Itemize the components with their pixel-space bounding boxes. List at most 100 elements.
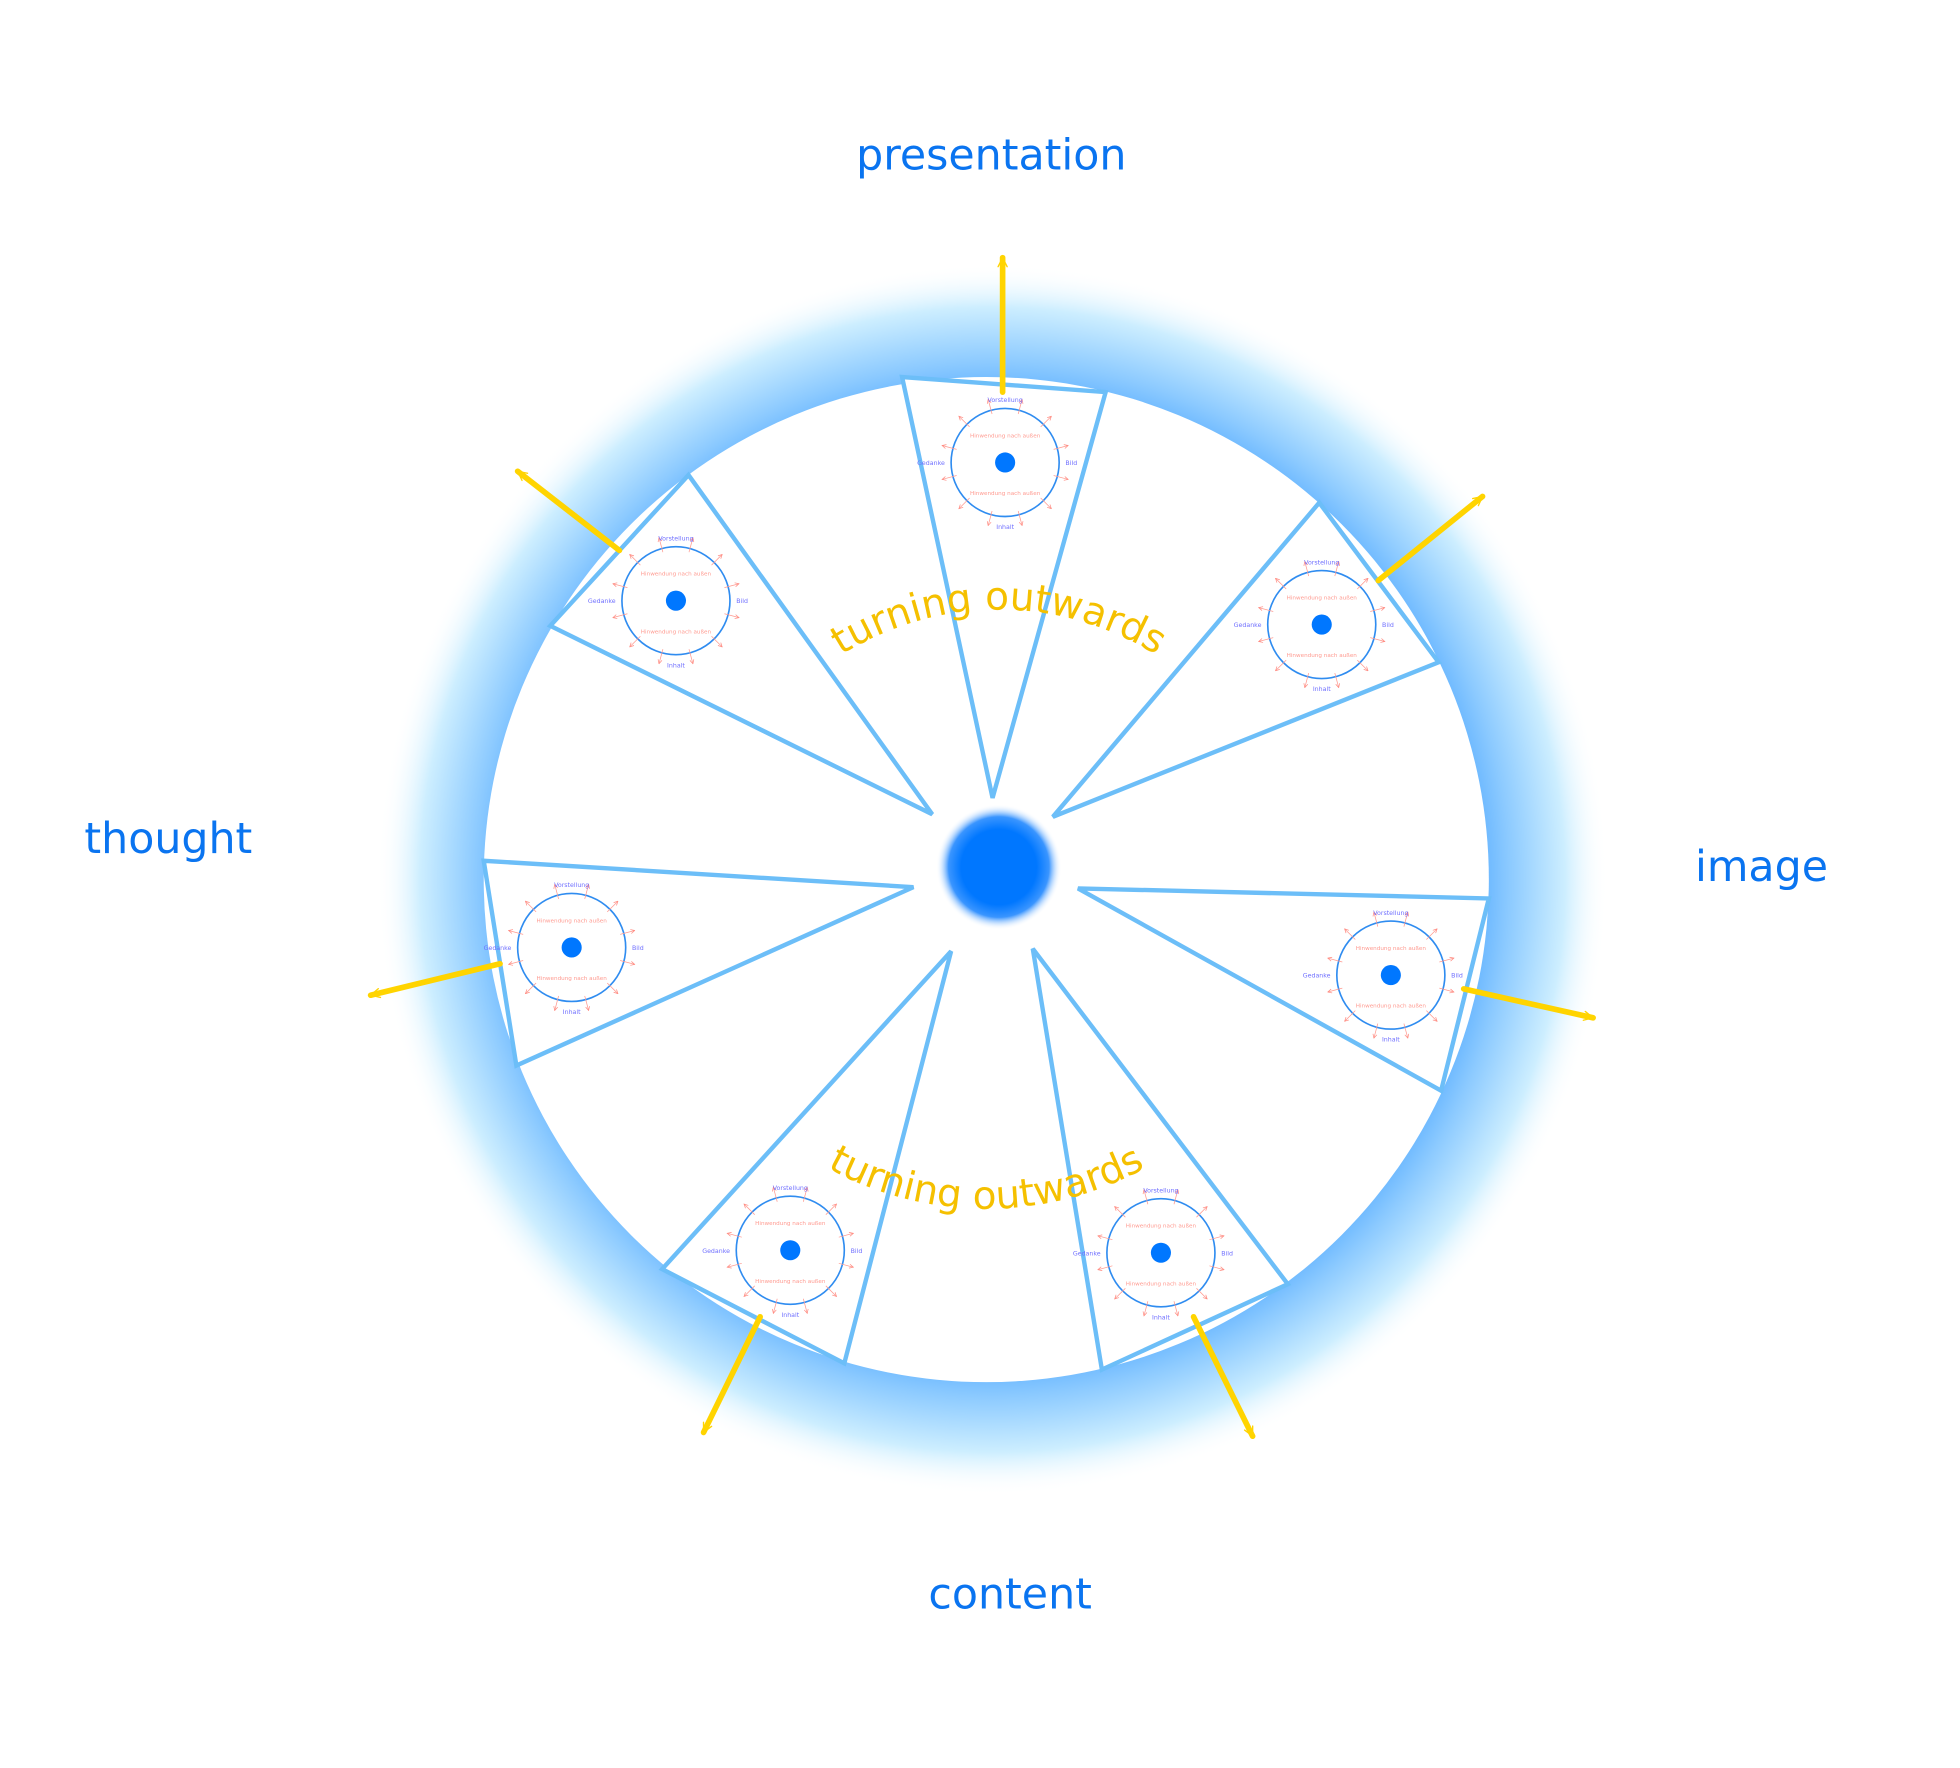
mini-arrow-icon (825, 1285, 837, 1297)
mini-arrow-icon (606, 982, 618, 994)
mini-arrow-icon (1209, 1265, 1224, 1270)
mini-arrow-icon (744, 1285, 755, 1297)
mini-label-right: Bild (1065, 460, 1077, 467)
mini-ring (735, 1195, 846, 1306)
arrow-icon (700, 1314, 763, 1436)
outward-arrows (367, 254, 1596, 1440)
mini-arc-text: Hinwendung nach außen (1356, 1004, 1427, 1010)
mini-core (1311, 614, 1332, 635)
mini-core (665, 590, 686, 611)
mini-label-bottom: Inhalt (996, 524, 1014, 531)
mini-label-top: Vorstellung (773, 1185, 808, 1192)
mini-arrow-icon (1144, 1301, 1149, 1316)
mini-arrow-icon (838, 1233, 854, 1238)
label-content: content (928, 1569, 1092, 1619)
mini-arrow-icon (659, 538, 664, 553)
mini-arrow-icon (1439, 987, 1454, 992)
mini-arrow-icon (613, 584, 628, 588)
mini-label-bottom: Inhalt (667, 662, 685, 669)
mini-arrow-icon (688, 538, 693, 553)
mini-arrow-icon (555, 995, 559, 1011)
mini-arc-text: Hinwendung nach außen (641, 572, 712, 578)
mini-arrow-icon (1426, 929, 1437, 940)
mini-arrow-icon (825, 1204, 837, 1215)
mini-arrow-icon (727, 1262, 742, 1267)
mini-arc-text: Hinwendung nach außen (1287, 653, 1358, 659)
mini-arrow-icon (525, 982, 537, 994)
mini-arrow-icon (711, 635, 723, 647)
arrow-icon (1375, 493, 1486, 584)
mini-label-right: Bild (1451, 973, 1463, 980)
mini-arrow-icon (606, 901, 618, 913)
mini-label-left: Gedanke (702, 1248, 730, 1255)
mini-arrow-icon (724, 613, 739, 618)
mini-arrow-icon (1357, 578, 1368, 590)
mini-core (1150, 1242, 1171, 1263)
mini-arrow-icon (1305, 672, 1310, 688)
mini-label-left: Gedanke (917, 460, 945, 467)
mini-arrow-icon (1276, 578, 1287, 590)
mini-arrow-icon (659, 649, 664, 664)
mini-arrow-icon (988, 510, 993, 526)
mini-arrow-icon (773, 1298, 778, 1314)
mini-arrow-icon (1115, 1288, 1126, 1299)
mini-label-top: Vorstellung (1304, 559, 1339, 566)
mini-arrow-icon (1357, 659, 1368, 671)
mini-label-right: Bild (1221, 1250, 1233, 1257)
wedges (481, 374, 1492, 1373)
mini-ring (950, 407, 1060, 518)
wedge-lower-left (658, 949, 954, 1367)
mini-arrow-icon (1098, 1236, 1113, 1241)
mini-arrow-icon (1098, 1265, 1113, 1270)
label-image: image (1695, 842, 1828, 892)
mini-arrow-icon (942, 475, 957, 480)
mini-arrow-icon (1040, 416, 1052, 428)
mini-arrow-icon (1374, 912, 1379, 927)
mini-arrow-icon (1017, 399, 1022, 415)
mini-arrow-icon (959, 416, 970, 428)
mini-arrow-icon (1053, 475, 1069, 480)
mini-label-bottom: Inhalt (781, 1312, 799, 1319)
mini-arrow-icon (1040, 497, 1052, 509)
mini-arc-text: Hinwendung nach außen (1356, 946, 1427, 952)
mini-arrow-icon (620, 930, 635, 935)
mini-arrow-icon (988, 399, 993, 415)
label-presentation: presentation (856, 131, 1126, 181)
mini-label-top: Vorstellung (554, 882, 589, 889)
mini-arrow-icon (711, 554, 723, 566)
mini-arrow-icon (773, 1187, 778, 1202)
mini-arrow-icon (1173, 1301, 1178, 1316)
mini-arrow-icon (613, 613, 628, 618)
mini-arc-text: Hinwendung nach außen (1287, 595, 1358, 601)
mini-core (780, 1240, 801, 1261)
mini-label-right: Bild (632, 945, 644, 952)
mini-label-right: Bild (736, 598, 748, 605)
mini-arc-text: Hinwendung nach außen (970, 433, 1041, 439)
mini-arrow-icon (1374, 1023, 1379, 1039)
mini-arrow-icon (509, 930, 524, 935)
mini-arrow-icon (744, 1204, 755, 1215)
mini-arrow-icon (1196, 1207, 1207, 1218)
mini-arrow-icon (1370, 637, 1385, 642)
wedge-lower-right (1030, 947, 1292, 1373)
mini-label-left: Gedanke (588, 598, 616, 605)
mini-ring (1266, 569, 1377, 680)
mini-ring (516, 892, 627, 1003)
mini-arrow-icon (555, 884, 559, 900)
mini-label-bottom: Inhalt (1313, 686, 1331, 693)
mini-arrow-icon (1053, 446, 1069, 450)
mini-arrow-icon (1439, 958, 1454, 963)
mini-arrow-icon (584, 995, 589, 1011)
mini-arrow-icon (1328, 987, 1343, 992)
mini-arrow-icon (1370, 608, 1385, 612)
mini-label-bottom: Inhalt (1382, 1037, 1400, 1044)
mini-arc-text: Hinwendung nach außen (970, 491, 1041, 497)
mini-arrow-icon (1328, 958, 1343, 963)
mini-arrow-icon (584, 884, 589, 900)
mini-arrow-icon (1345, 929, 1356, 940)
